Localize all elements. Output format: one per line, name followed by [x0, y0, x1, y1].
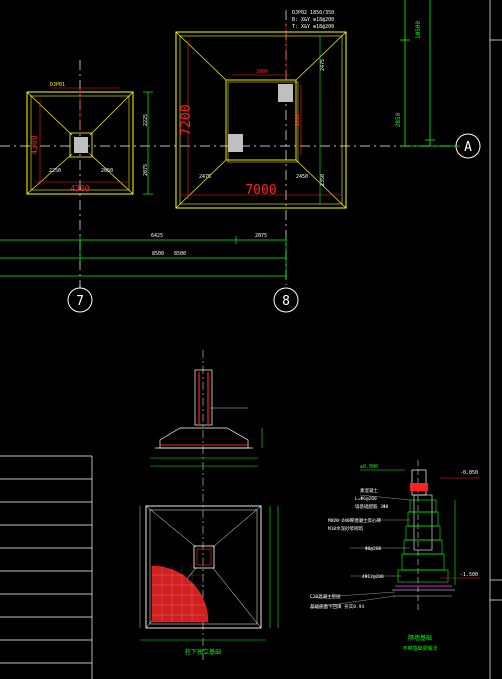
wall-note-7: 4Φ12@200 [362, 574, 384, 580]
footing-right-height: 7200 [179, 104, 194, 135]
wall-note-3: 墙基础配筋 3Φ8 [355, 503, 389, 510]
wall-note-8: C20混凝土垫层 [310, 593, 341, 600]
footing-section-detail [150, 350, 263, 660]
column-right-bottom [228, 134, 243, 152]
footing-left-height: 4300 [30, 135, 39, 154]
footing-right [175, 22, 347, 209]
wall-note-1: 素混凝土 [360, 487, 378, 494]
footing-left-width: 4300 [70, 184, 89, 193]
wall-subtitle: 不带基础梁做法 [402, 645, 437, 652]
grid-bubble-8: 8 [273, 287, 299, 313]
footing-right-note-2: B: X&Y ⊕18@200 [292, 17, 334, 23]
frame-right [489, 0, 502, 679]
footing-right-note-3: T: X&Y ⊕18@200 [292, 24, 334, 30]
dim-8500: 8500 [152, 251, 164, 257]
footing-left-note: DJP01 [50, 82, 65, 88]
dim-2075: 2075 [255, 233, 267, 239]
wall-note-6: Φ8@200 [365, 546, 382, 552]
footing-right-dim-2450: 2450 [296, 174, 308, 180]
grid-lines [0, 10, 455, 285]
grid-bubble-8-label: 8 [282, 294, 290, 309]
footing-right-dim-2475: 2475 [199, 174, 211, 180]
grid-bubble-a-label: A [464, 140, 472, 155]
dim-6425: 6425 [151, 233, 163, 239]
column-left [74, 137, 88, 153]
dim-8500b: 8500 [174, 251, 186, 257]
rebar-grid-quarter [151, 565, 209, 623]
footing-right-dim-2475b: 2475 [320, 59, 326, 71]
wall-note-9: 基础底面下回填 夯实0.94 [310, 603, 364, 610]
wall-section-detail [309, 460, 480, 610]
footing-right-dim-2350: 2350 [320, 174, 326, 186]
wall-title: 隔墙基础 [408, 634, 432, 642]
wall-elev-top: ±0.000 [360, 464, 378, 470]
footing-plan-detail [139, 505, 279, 641]
section-title: 柱下独立基础 [185, 648, 221, 656]
wall-elev-bottom: -1.500 [460, 572, 478, 578]
footing-right-dim-3000: 3000 [295, 114, 301, 126]
dim-2850: 2850 [395, 112, 402, 127]
footing-left-dim-2250: 2250 [49, 168, 61, 174]
top-right-dimensions [400, 0, 460, 147]
footing-left-dim-2075: 2075 [143, 164, 149, 176]
grid-bubble-7: 7 [67, 285, 93, 313]
footing-left-dim-2225: 2225 [143, 114, 149, 126]
wall-note-4: MU20 240厚混凝土实心砖 [328, 517, 382, 524]
column-right-top [278, 84, 293, 102]
bottom-dimensions [0, 236, 287, 280]
grid-bubble-7-label: 7 [76, 294, 84, 309]
footing-right-width: 7000 [245, 183, 276, 198]
title-block [0, 455, 93, 679]
wall-note-2: L=Φ6@200 [355, 496, 377, 502]
footing-left-dim-2050: 2050 [101, 168, 113, 174]
wall-elev-right: -0.050 [460, 470, 478, 476]
footing-right-note-1: DJP02 1850/350 [292, 10, 334, 16]
footing-right-dim-2800: 2800 [256, 69, 268, 75]
footing-left [26, 87, 153, 195]
wall-note-5: M10水泥砂浆砌筑 [328, 525, 364, 532]
dim-10500: 10500 [415, 21, 422, 39]
